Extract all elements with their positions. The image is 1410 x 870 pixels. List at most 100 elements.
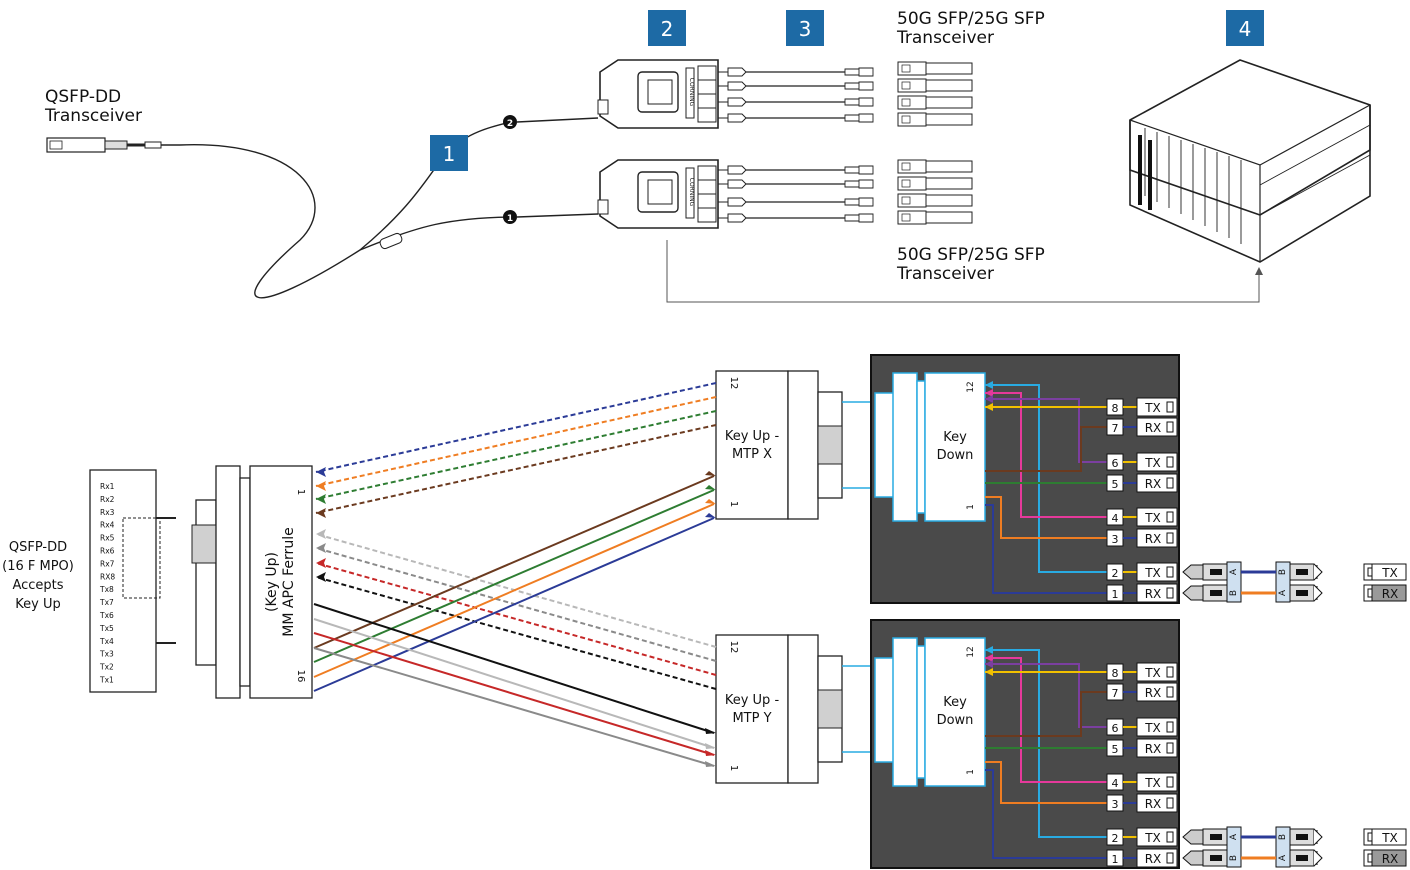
lc-jumpers bbox=[718, 67, 874, 223]
fiber-solid bbox=[313, 618, 715, 749]
qsfp-pin-label: Tx4 bbox=[99, 637, 114, 646]
svg-text:RX: RX bbox=[1145, 742, 1162, 756]
svg-text:4: 4 bbox=[1112, 777, 1119, 790]
qsfp-pin-label: Tx7 bbox=[99, 598, 114, 607]
fiber-routes bbox=[313, 382, 717, 767]
sfp-bottom-label-line2: Transceiver bbox=[896, 264, 994, 284]
svg-text:2: 2 bbox=[661, 17, 674, 41]
callout-badge-1 bbox=[430, 135, 468, 171]
sfp-transceivers bbox=[897, 61, 973, 225]
connection-arrow bbox=[666, 240, 1263, 303]
svg-text:B: B bbox=[1229, 590, 1239, 596]
svg-text:1: 1 bbox=[728, 501, 739, 507]
sfp-transceiver bbox=[897, 176, 973, 191]
qsfp-keyway bbox=[122, 517, 161, 599]
lc-jumper bbox=[718, 213, 874, 223]
fiber-solid bbox=[313, 517, 715, 692]
svg-text:12: 12 bbox=[728, 377, 739, 390]
qsfp-pin-label: Tx5 bbox=[99, 624, 114, 633]
svg-text:RX: RX bbox=[1145, 852, 1162, 866]
module-port: 8 TX bbox=[1106, 662, 1178, 682]
svg-text:Key: Key bbox=[943, 695, 967, 710]
qsfp-label-line: Accepts bbox=[12, 578, 63, 593]
svg-text:1: 1 bbox=[728, 765, 739, 771]
fiber-module-bottom: CORNING bbox=[597, 159, 719, 229]
qsfp-transceiver-illustration bbox=[46, 137, 180, 153]
svg-text:RX: RX bbox=[1382, 587, 1399, 601]
sfp-bottom-label-line1: 50G SFP/25G SFP bbox=[897, 245, 1045, 265]
qsfp-pin-label: RX8 bbox=[100, 572, 115, 581]
sfp-transceiver bbox=[897, 210, 973, 225]
lc-jumper bbox=[718, 81, 874, 91]
top-illustration: QSFP-DD Transceiver 2 1 1 2 3 4 bbox=[44, 9, 1371, 303]
svg-text:2: 2 bbox=[507, 119, 513, 129]
svg-text:5: 5 bbox=[1112, 743, 1119, 756]
fiber-dashed bbox=[315, 562, 717, 676]
svg-text:6: 6 bbox=[1112, 457, 1119, 470]
svg-text:TX: TX bbox=[1144, 456, 1161, 470]
svg-text:MM APC Ferrule: MM APC Ferrule bbox=[281, 527, 297, 636]
qsfp-subtitle-label: Transceiver bbox=[44, 106, 142, 126]
svg-text:A: A bbox=[1278, 589, 1288, 596]
sfp-top-label-line2: Transceiver bbox=[896, 28, 994, 48]
svg-text:3: 3 bbox=[799, 17, 812, 41]
svg-text:MTP X: MTP X bbox=[732, 447, 772, 462]
svg-text:Key Up -: Key Up - bbox=[725, 693, 780, 708]
module-port: 5 RX bbox=[1106, 738, 1178, 758]
callout-badge-3 bbox=[786, 10, 824, 46]
fiber-solid bbox=[313, 632, 715, 756]
qsfp-pin-list: Rx1Rx2Rx3Rx4Rx5Rx6Rx7RX8Tx8Tx7Tx6Tx5Tx4T… bbox=[99, 482, 115, 685]
svg-text:8: 8 bbox=[1112, 667, 1119, 680]
svg-text:RX: RX bbox=[1145, 587, 1162, 601]
svg-text:A: A bbox=[1229, 568, 1239, 575]
svg-text:1: 1 bbox=[966, 504, 976, 510]
fiber-dashed bbox=[315, 576, 717, 690]
sfp-transceiver bbox=[897, 61, 973, 76]
svg-text:1: 1 bbox=[966, 769, 976, 775]
svg-text:7: 7 bbox=[1112, 687, 1119, 700]
sfp-transceiver bbox=[897, 159, 973, 174]
svg-text:CORNING: CORNING bbox=[688, 178, 695, 207]
svg-text:TX: TX bbox=[1144, 666, 1161, 680]
qsfp-label-line: (16 F MPO) bbox=[2, 559, 74, 574]
callout-badge-4 bbox=[1226, 10, 1264, 46]
svg-text:RX: RX bbox=[1145, 477, 1162, 491]
fiber-dashed bbox=[315, 410, 717, 500]
qsfp-pin-label: Tx1 bbox=[99, 676, 114, 685]
svg-text:B: B bbox=[1229, 855, 1239, 861]
svg-text:A: A bbox=[1278, 854, 1288, 861]
lc-jumper bbox=[718, 165, 874, 175]
sfp-transceiver bbox=[897, 112, 973, 127]
svg-text:Down: Down bbox=[937, 713, 974, 728]
svg-text:A: A bbox=[1229, 833, 1239, 840]
qsfp-pin-label: Rx2 bbox=[100, 495, 115, 504]
svg-text:MTP Y: MTP Y bbox=[732, 711, 771, 726]
svg-text:1: 1 bbox=[443, 142, 456, 166]
svg-text:RX: RX bbox=[1145, 421, 1162, 435]
module-port: 6 TX bbox=[1106, 452, 1178, 472]
svg-text:TX: TX bbox=[1144, 566, 1161, 580]
svg-text:RX: RX bbox=[1145, 686, 1162, 700]
fiber-dashed bbox=[315, 533, 717, 648]
fiber-solid bbox=[313, 503, 715, 678]
mm-apc-ferrule bbox=[249, 465, 313, 699]
svg-text:TX: TX bbox=[1144, 721, 1161, 735]
qsfp-pin-label: Tx3 bbox=[99, 650, 114, 659]
svg-text:16: 16 bbox=[295, 670, 306, 683]
lc-jumper bbox=[718, 197, 874, 207]
